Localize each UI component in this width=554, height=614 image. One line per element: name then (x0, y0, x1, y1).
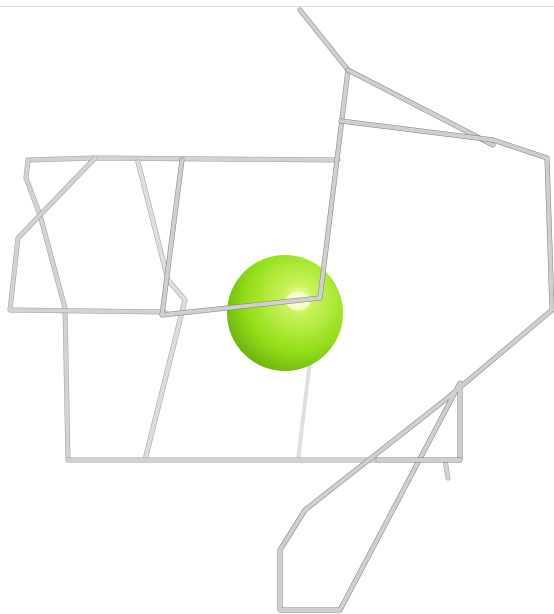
backbone-front (162, 10, 552, 610)
